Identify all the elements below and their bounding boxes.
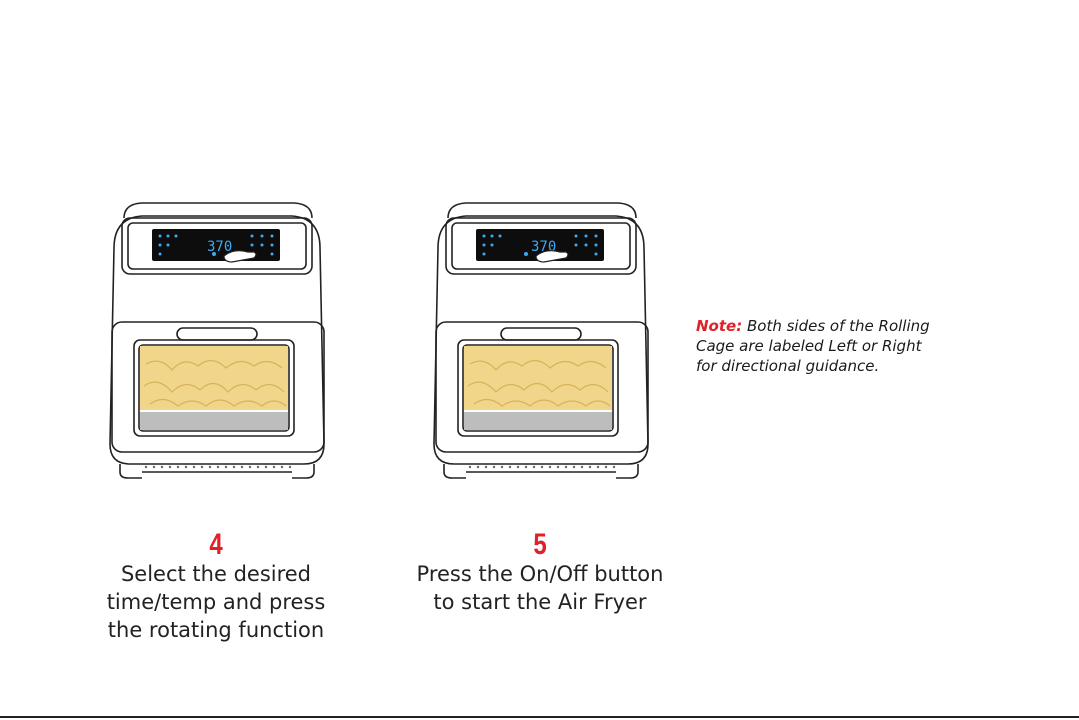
- air-fryer-illustration-step-5: 370: [426, 196, 656, 486]
- bottom-divider: [0, 716, 1079, 718]
- step-description: Press the On/Off button to start the Air…: [370, 560, 710, 616]
- step-number: 5: [404, 530, 676, 560]
- note-label: Note:: [696, 317, 742, 335]
- step-line: Select the desired: [46, 560, 386, 588]
- step-line: the rotating function: [46, 616, 386, 644]
- note-line: for directional guidance.: [696, 356, 956, 376]
- step-5: 5 Press the On/Off button to start the A…: [370, 530, 710, 616]
- step-line: to start the Air Fryer: [370, 588, 710, 616]
- step-number: 4: [80, 530, 352, 560]
- step-description: Select the desired time/temp and press t…: [46, 560, 386, 644]
- note: Note: Both sides of the Rolling Cage are…: [696, 316, 956, 376]
- step-4: 4 Select the desired time/temp and press…: [46, 530, 386, 644]
- step-line: time/temp and press: [46, 588, 386, 616]
- air-fryer-illustration-step-4: 370: [102, 196, 332, 486]
- step-line: Press the On/Off button: [370, 560, 710, 588]
- note-line: Both sides of the Rolling: [747, 317, 930, 335]
- note-line: Cage are labeled Left or Right: [696, 336, 956, 356]
